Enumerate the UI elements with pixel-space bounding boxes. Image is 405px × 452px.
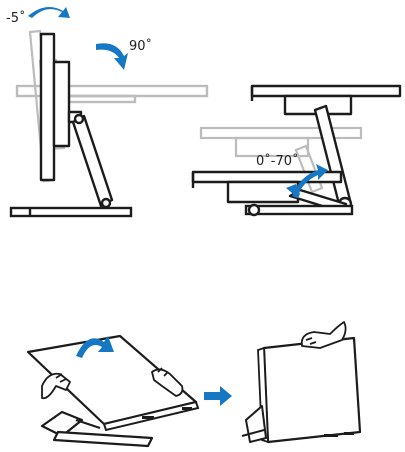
upright-view — [241, 321, 362, 444]
tilt-back-label: -5˚ — [6, 10, 25, 26]
hand-top — [300, 321, 347, 349]
stand-base — [9, 206, 133, 218]
bottom-ports — [324, 432, 354, 437]
height-range-label: 0˚-70˚ — [256, 153, 299, 169]
right-arrow-icon — [204, 386, 232, 406]
curved-arrow-icon — [76, 336, 114, 358]
curved-arrow-icon — [28, 7, 70, 18]
tilt-side-view: -5˚ 90˚ — [6, 7, 209, 218]
edge-ports — [142, 407, 192, 419]
monitor-upright — [39, 32, 83, 182]
hand-right — [151, 367, 184, 397]
curved-arrow-icon — [96, 43, 128, 70]
screen-panel-upright — [262, 336, 362, 444]
hand-left — [41, 372, 71, 400]
stand-reclined — [40, 410, 154, 448]
monitor-low — [191, 170, 348, 214]
double-curved-arrow-icon — [286, 164, 328, 198]
tilt-forward-label: 90˚ — [129, 38, 152, 54]
height-range-view: 0˚-70˚ — [191, 84, 402, 217]
stand-upright — [241, 405, 267, 443]
stand-base-low — [244, 203, 354, 217]
stand-arm — [71, 113, 114, 209]
push-down-view — [26, 334, 232, 448]
